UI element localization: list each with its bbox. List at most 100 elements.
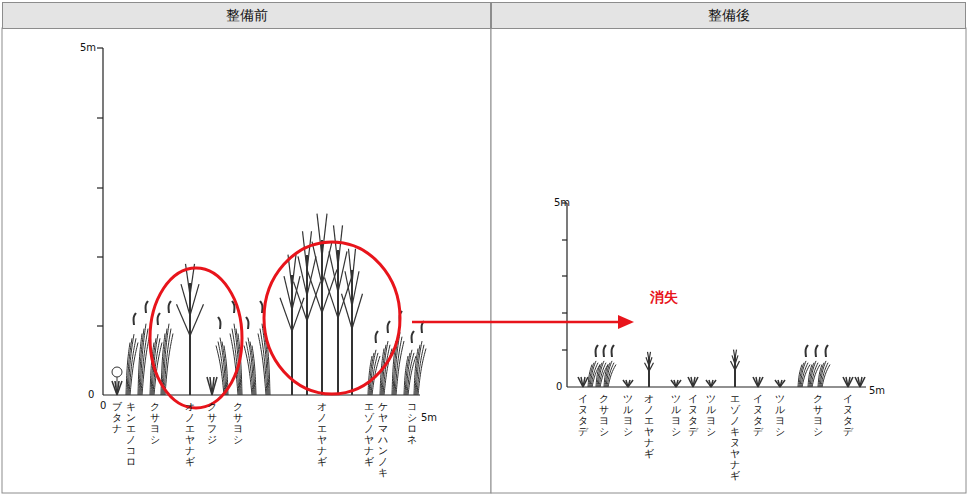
annotation-text: 消失 bbox=[650, 289, 678, 307]
seed-head bbox=[806, 345, 808, 357]
herb-leaf bbox=[855, 377, 860, 387]
plant-figures bbox=[112, 214, 865, 395]
seed-head bbox=[169, 301, 171, 313]
seed-head bbox=[260, 301, 262, 313]
herb-leaf bbox=[212, 377, 217, 395]
herb-leaf bbox=[623, 380, 628, 387]
axis-label: 0 bbox=[88, 389, 94, 400]
tree-trunk bbox=[351, 270, 353, 395]
grass-stroke bbox=[417, 345, 424, 395]
seed-head bbox=[388, 321, 390, 333]
species-name: クサヨシ bbox=[150, 401, 160, 445]
tree-branch bbox=[349, 249, 353, 284]
seed-head bbox=[596, 345, 598, 357]
species-name: ツルヨシ bbox=[775, 393, 785, 437]
herb-leaf bbox=[848, 377, 853, 387]
seed-head bbox=[604, 345, 606, 357]
table-cell bbox=[2, 28, 491, 493]
grass-stroke bbox=[383, 345, 390, 395]
seed-head bbox=[146, 301, 148, 313]
grass-stroke bbox=[129, 338, 136, 395]
highlight-ellipse bbox=[150, 268, 242, 408]
seed-head bbox=[232, 301, 234, 313]
herb-leaf bbox=[628, 380, 633, 387]
grass-stroke bbox=[252, 346, 256, 396]
highlight-ellipse bbox=[264, 242, 400, 394]
grass-stroke bbox=[822, 365, 830, 388]
grass-stroke bbox=[250, 342, 255, 395]
species-name: クサヨシ bbox=[813, 393, 823, 437]
herb-leaf bbox=[843, 377, 848, 387]
tree-branch bbox=[352, 249, 356, 284]
tree-trunk bbox=[734, 355, 736, 387]
stem bbox=[117, 377, 118, 395]
grass-stroke bbox=[396, 341, 404, 395]
axis-label: 5m bbox=[421, 412, 437, 423]
herb-leaf bbox=[671, 380, 676, 387]
grass-stroke bbox=[811, 363, 818, 387]
herb-leaf bbox=[753, 377, 758, 387]
grass-stroke bbox=[608, 365, 616, 388]
tree-branch bbox=[317, 214, 322, 257]
tree-trunk bbox=[648, 357, 650, 387]
herb-leaf bbox=[775, 380, 780, 387]
herb-leaf bbox=[780, 380, 785, 387]
herb-leaf bbox=[758, 377, 763, 387]
grass-stroke bbox=[164, 329, 171, 395]
herb-leaf bbox=[860, 377, 865, 387]
species-name: ツルヨシ bbox=[671, 393, 681, 437]
species-name: オノエヤナギ bbox=[317, 401, 327, 467]
tree-trunk bbox=[306, 255, 308, 395]
red-arrow bbox=[412, 321, 622, 324]
species-name: イヌタデ bbox=[843, 393, 853, 437]
grass-stroke bbox=[141, 329, 148, 395]
seed-head bbox=[158, 313, 160, 325]
header-text: 整備前 bbox=[226, 7, 268, 25]
tree-trunk bbox=[337, 250, 339, 395]
grass-stroke bbox=[407, 353, 414, 395]
tree-branch bbox=[307, 231, 312, 270]
seed-head bbox=[612, 345, 614, 357]
species-name: コシロネ bbox=[407, 401, 417, 445]
grass-stroke bbox=[248, 338, 254, 395]
species-name: イヌタデ bbox=[753, 393, 763, 437]
tree-branch bbox=[334, 225, 339, 266]
herb-leaf bbox=[207, 377, 212, 395]
tree-branch bbox=[649, 352, 651, 360]
species-name: オノエヤナギ bbox=[185, 401, 195, 467]
seed-head bbox=[826, 345, 828, 357]
species-name: オノエヤナギ bbox=[644, 393, 654, 459]
seed-head bbox=[412, 331, 414, 343]
tree-branch bbox=[303, 231, 308, 270]
grass-stroke bbox=[801, 363, 808, 387]
tree-trunk bbox=[189, 283, 191, 395]
seed-head bbox=[816, 345, 818, 357]
herb-leaf bbox=[693, 377, 698, 387]
grass-stroke bbox=[165, 334, 173, 396]
flower bbox=[112, 367, 122, 377]
herb-leaf bbox=[112, 381, 117, 395]
herb-leaf bbox=[578, 377, 583, 387]
header-cell: 整備後 bbox=[491, 2, 966, 29]
seed-head bbox=[376, 331, 378, 343]
grass-stroke bbox=[220, 338, 226, 395]
seed-head bbox=[134, 313, 136, 325]
species-name: ブタナ bbox=[112, 401, 122, 434]
tree-branch bbox=[322, 214, 327, 257]
grass-stroke bbox=[130, 343, 138, 396]
tree-branch bbox=[735, 350, 737, 359]
axis-label: 5m bbox=[869, 385, 885, 396]
axis-label: 0 bbox=[100, 400, 106, 411]
species-name: クサヨシ bbox=[233, 401, 243, 445]
herb-leaf bbox=[688, 377, 693, 387]
species-name: イヌタデ bbox=[578, 393, 588, 437]
axis-label: 5m bbox=[554, 197, 570, 208]
herb-leaf bbox=[706, 380, 711, 387]
header-text: 整備後 bbox=[708, 7, 750, 25]
arrow-head bbox=[618, 315, 634, 329]
species-name: イヌタデ bbox=[688, 393, 698, 437]
axis-label: 5m bbox=[80, 42, 96, 53]
seed-head bbox=[246, 317, 248, 329]
grass-stroke bbox=[607, 363, 614, 387]
